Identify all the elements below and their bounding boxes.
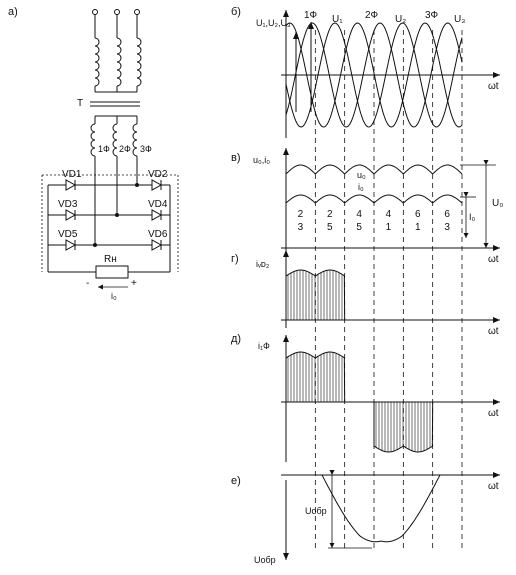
pair-number: 4 xyxy=(356,209,362,220)
U0-label: U₀ xyxy=(492,198,503,209)
diode-label-vd4: VD4 xyxy=(148,199,168,210)
diode-vd4: VD4 xyxy=(148,199,168,221)
diode-vd1: VD1 xyxy=(62,169,82,191)
d-y-axis-label: i₁Ф xyxy=(258,341,270,351)
phase-current-panel: д) i₁Ф ωt xyxy=(231,333,500,462)
panel-label-g: г) xyxy=(231,253,239,265)
b-label-u2: U₂ xyxy=(395,14,406,25)
load-label: Rн xyxy=(104,254,117,265)
g-x-axis-label: ωt xyxy=(488,326,499,337)
b-label-1f: 1Ф xyxy=(304,10,318,21)
pair-number: 3 xyxy=(298,222,304,233)
panel-label-b: б) xyxy=(231,6,241,18)
panel-label-d: д) xyxy=(231,333,241,345)
phase-current-negative xyxy=(373,401,434,453)
primary-windings xyxy=(94,37,142,93)
input-terminals xyxy=(92,9,140,38)
phase-voltage-panel: б) U₁,U₂,U₃ ωt 1Ф U₁ 2Ф U₂ 3Ф U₃ xyxy=(231,6,500,138)
e-x-axis-label: ωt xyxy=(488,481,499,492)
load-current-label: i₀ xyxy=(111,291,117,301)
load-plus: + xyxy=(131,278,137,289)
bridge-frame xyxy=(41,174,179,273)
phase-label-1: 1Ф xyxy=(98,144,110,154)
diode-label-vd5: VD5 xyxy=(58,229,78,240)
diode-vd3: VD3 xyxy=(58,199,78,221)
pair-number: 1 xyxy=(415,222,421,233)
b-label-u1: U₁ xyxy=(332,14,343,25)
panel-label-e: е) xyxy=(231,475,241,487)
pair-number: 4 xyxy=(386,209,392,220)
g-y-axis-label: iᵥᴅ₂ xyxy=(256,259,270,269)
diode-label-vd1: VD1 xyxy=(62,169,82,180)
load-minus: - xyxy=(86,278,89,289)
panel-label-v: в) xyxy=(231,152,241,164)
e-y-axis-label: Uобр xyxy=(254,555,276,565)
b-label-3f: 3Ф xyxy=(425,10,439,21)
rectified-panel: в) u₀,i₀ ωt u₀ i₀ U₀ I₀ 2 3 2 5 4 5 4 1 6 1 6 3 xyxy=(231,148,503,265)
v-x-axis-label: ωt xyxy=(488,254,499,265)
b-x-axis-label: ωt xyxy=(488,81,499,92)
i0-label: i₀ xyxy=(358,182,364,192)
b-label-2f: 2Ф xyxy=(365,10,379,21)
v-y-axis-label: u₀,i₀ xyxy=(253,155,270,165)
transformer-core: T xyxy=(77,98,140,109)
diode-vd5: VD5 xyxy=(58,229,78,251)
u0-label: u₀ xyxy=(357,170,366,180)
phase-label-3: 3Ф xyxy=(140,144,152,154)
e-amplitude-label: Uобр xyxy=(305,506,327,516)
b-y-axis-label: U₁,U₂,U₃ xyxy=(256,18,291,28)
diode-label-vd2: VD2 xyxy=(148,169,168,180)
transformer-label: T xyxy=(77,98,83,109)
pair-number: 5 xyxy=(327,222,333,233)
diode-label-vd3: VD3 xyxy=(58,199,78,210)
secondary-windings: 1Ф 2Ф 3Ф xyxy=(90,115,152,245)
pair-number: 5 xyxy=(356,222,362,233)
diode-vd2: VD2 xyxy=(148,169,168,191)
pair-number: 6 xyxy=(444,209,450,220)
b-label-u3: U₃ xyxy=(454,14,465,25)
time-guide-lines xyxy=(314,30,463,552)
pair-number: 1 xyxy=(386,222,392,233)
pair-number: 3 xyxy=(444,222,450,233)
diode-vd6: VD6 xyxy=(148,229,168,251)
diode-current-panel: г) iᵥᴅ₂ ωt xyxy=(231,250,500,337)
phase-label-2: 2Ф xyxy=(119,144,131,154)
reverse-voltage-panel: е) ωt Uобр Uобр xyxy=(231,470,500,565)
load-resistor: Rн - + i₀ xyxy=(86,254,137,301)
circuit-panel: а) T xyxy=(8,6,179,301)
pair-number: 2 xyxy=(327,209,333,220)
I0-label: I₀ xyxy=(469,212,476,222)
conducting-pairs: 2 3 2 5 4 5 4 1 6 1 6 3 xyxy=(298,209,451,233)
panel-label-a: а) xyxy=(8,6,18,18)
pair-number: 6 xyxy=(415,209,421,220)
d-x-axis-label: ωt xyxy=(488,408,499,419)
diode-label-vd6: VD6 xyxy=(148,229,168,240)
pair-number: 2 xyxy=(298,209,304,220)
